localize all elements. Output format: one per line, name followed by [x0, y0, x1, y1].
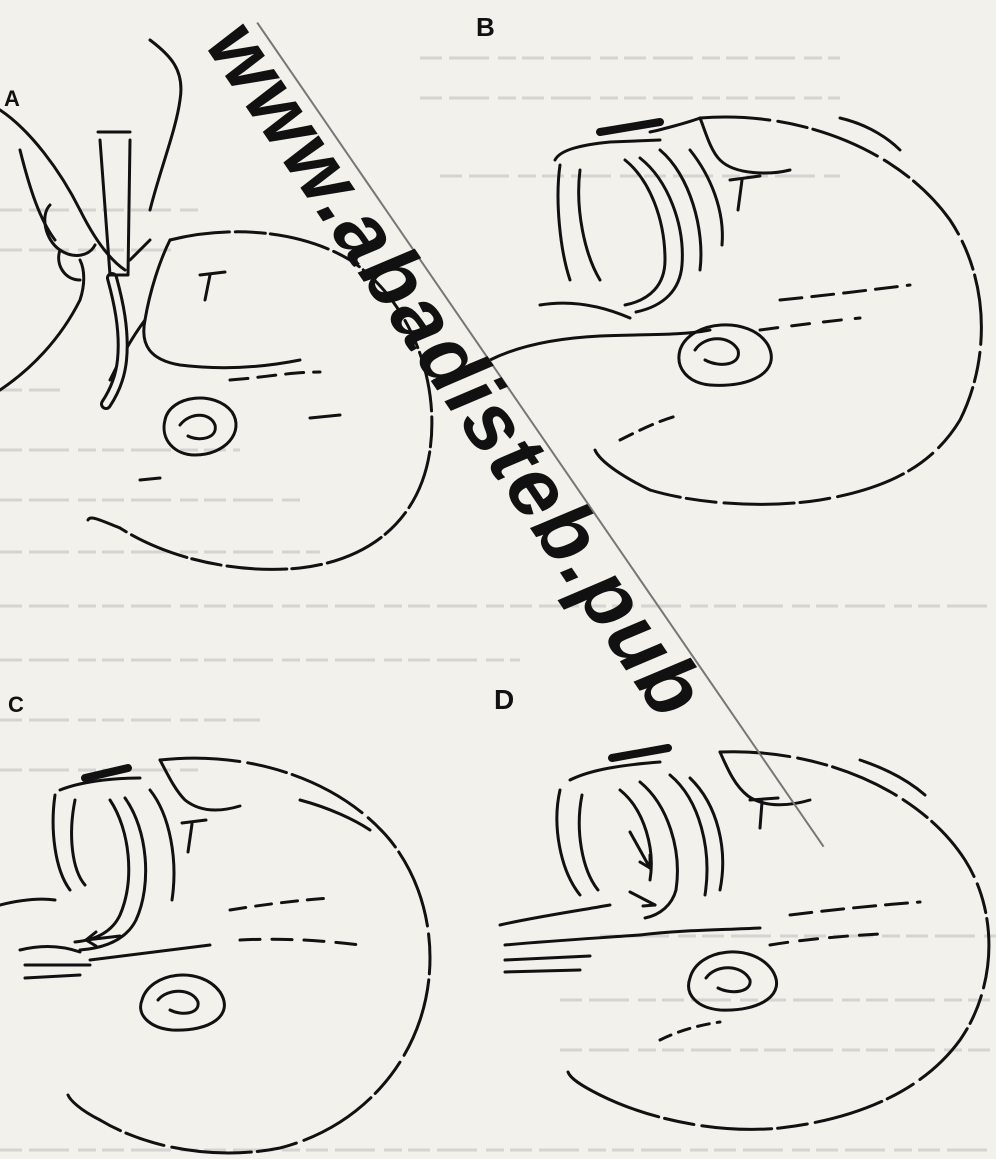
panel-d-drawing: [500, 748, 989, 1129]
panel-label-b: B: [476, 14, 495, 40]
panel-c-drawing: [0, 758, 430, 1153]
panel-label-c: C: [8, 694, 24, 716]
panel-label-a: A: [4, 88, 20, 110]
panel-label-d: D: [494, 686, 514, 714]
